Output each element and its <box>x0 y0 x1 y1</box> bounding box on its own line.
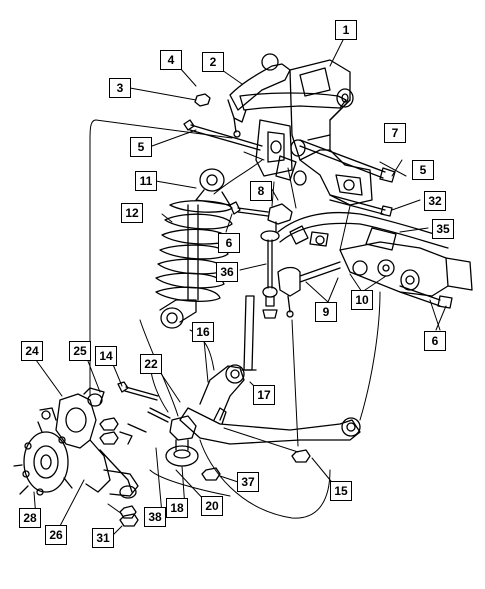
stabilizer-bar <box>277 211 449 251</box>
callout-31: 31 <box>92 528 114 548</box>
callout-14: 14 <box>95 346 117 366</box>
nut-37 <box>201 467 221 481</box>
leader-lines <box>33 37 447 537</box>
callout-32: 32 <box>424 191 446 211</box>
callout-15: 15 <box>330 481 352 501</box>
callout-3: 3 <box>109 78 131 98</box>
callout-24: 24 <box>21 341 43 361</box>
nut-15 <box>291 449 311 463</box>
callout-8: 8 <box>250 181 272 201</box>
callout-11: 11 <box>135 171 157 191</box>
callout-35: 35 <box>432 219 454 239</box>
callout-38: 38 <box>144 507 166 527</box>
callout-18: 18 <box>166 498 188 518</box>
nut-3 <box>194 93 211 107</box>
bolt-5-upper <box>183 119 263 151</box>
callout-9: 9 <box>315 302 337 322</box>
upper-control-arm <box>227 53 354 138</box>
lower-control-arm <box>179 364 361 445</box>
callout-4: 4 <box>160 50 182 70</box>
bolt-7 <box>299 139 396 183</box>
callout-2: 2 <box>202 52 224 72</box>
callout-6-right: 6 <box>424 331 446 351</box>
small-fasteners <box>99 417 147 445</box>
bolt-5-right <box>329 194 393 217</box>
callout-7: 7 <box>384 123 406 143</box>
callout-25: 25 <box>69 341 91 361</box>
stabilizer-link <box>260 203 293 319</box>
callout-37: 37 <box>237 472 259 492</box>
cotter-pin <box>147 407 171 423</box>
shock-absorber <box>241 295 257 371</box>
callout-28: 28 <box>19 508 41 528</box>
pivot-brackets <box>255 119 307 186</box>
frame-bracket <box>289 59 373 206</box>
callout-26: 26 <box>45 525 67 545</box>
callout-36: 36 <box>216 262 238 282</box>
callout-22: 22 <box>140 354 162 374</box>
callout-12: 12 <box>121 203 143 223</box>
callout-6-upper: 6 <box>218 233 240 253</box>
bolt-6-upper <box>229 201 269 217</box>
ball-joint <box>165 415 199 467</box>
callout-20: 20 <box>201 496 223 516</box>
hub-assembly <box>13 407 73 496</box>
callout-5-upper: 5 <box>130 137 152 157</box>
tie-rod-end <box>277 261 341 318</box>
bolt-14 <box>117 381 159 401</box>
callout-1: 1 <box>335 20 357 40</box>
callout-10: 10 <box>351 290 373 310</box>
callout-16: 16 <box>192 322 214 342</box>
nut-31 <box>119 513 139 527</box>
callout-5-right: 5 <box>412 160 434 180</box>
steering-knuckle <box>55 387 139 519</box>
callout-17: 17 <box>253 385 275 405</box>
